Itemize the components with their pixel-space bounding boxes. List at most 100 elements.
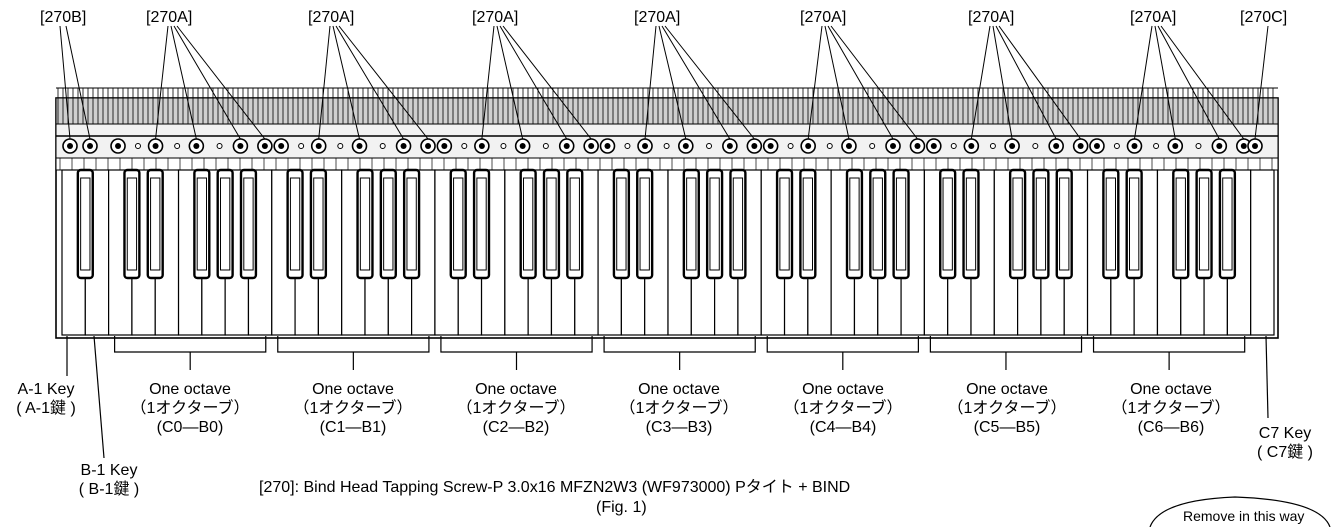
black-key-inner bbox=[709, 177, 720, 271]
callout-270b: [270B] bbox=[40, 9, 86, 26]
black-key-inner bbox=[243, 177, 254, 271]
black-key-inner bbox=[196, 177, 208, 271]
octave-title-jp: （1オクターブ） bbox=[783, 400, 903, 417]
screw-head bbox=[1172, 143, 1179, 149]
screw-head bbox=[519, 143, 526, 149]
screw-head bbox=[805, 143, 812, 149]
rail-rivet bbox=[787, 143, 794, 149]
callout-270c: [270C] bbox=[1240, 9, 1287, 26]
callout-labels: [270B] [270A] [270A] [270A] [270A] [270A… bbox=[40, 9, 1287, 26]
rail-rivet bbox=[1113, 143, 1120, 149]
octave-bracket bbox=[766, 336, 919, 370]
screw-head bbox=[890, 143, 897, 149]
leader-line bbox=[173, 25, 241, 140]
black-key-inner bbox=[219, 177, 231, 271]
leader-line bbox=[658, 25, 687, 140]
black-key bbox=[1172, 168, 1190, 280]
black-key bbox=[939, 168, 957, 280]
callout-270a-octave-1: [270A] bbox=[308, 9, 354, 26]
black-key bbox=[472, 168, 491, 280]
black-key bbox=[1008, 168, 1027, 280]
black-key bbox=[193, 168, 211, 280]
callout-270a-octave-5: [270A] bbox=[968, 9, 1014, 26]
leader-line bbox=[992, 25, 1013, 140]
black-key-inner bbox=[732, 177, 744, 271]
rail-rivet bbox=[500, 143, 507, 149]
rail-rivet bbox=[869, 143, 876, 149]
octave-range: (C0—B0) bbox=[156, 419, 224, 436]
black-key bbox=[1125, 168, 1143, 280]
leader-line bbox=[970, 25, 991, 140]
rail-rivet bbox=[134, 143, 141, 149]
screw-head bbox=[751, 143, 758, 149]
screw-head bbox=[563, 143, 570, 149]
octave-label: One octave （1オクターブ） (C3—B3) bbox=[604, 380, 754, 437]
leader-line bbox=[1157, 25, 1220, 140]
c7-key-label: C7 Key ( C7鍵 ) bbox=[1240, 424, 1330, 462]
octave-label: One octave （1オクターブ） (C1—B1) bbox=[278, 380, 428, 437]
black-key-inner bbox=[686, 177, 697, 271]
black-key-inner bbox=[779, 177, 790, 271]
rail-rivet bbox=[216, 143, 223, 149]
back-rail bbox=[55, 87, 1279, 171]
black-key bbox=[216, 168, 234, 280]
screw-head bbox=[588, 143, 595, 149]
black-key bbox=[286, 168, 304, 280]
figure-caption: (Fig. 1) bbox=[596, 499, 647, 516]
callout-270a-octave-6: [270A] bbox=[1130, 9, 1176, 26]
black-key bbox=[239, 168, 258, 280]
black-key bbox=[1055, 168, 1073, 280]
octave-title-jp: （1オクターブ） bbox=[293, 400, 413, 417]
screw-head bbox=[1009, 143, 1016, 149]
black-key bbox=[636, 168, 654, 280]
screw-head bbox=[478, 143, 485, 149]
leader-line bbox=[824, 25, 850, 140]
screw-head bbox=[315, 143, 322, 149]
screw-head bbox=[845, 143, 852, 149]
black-key bbox=[799, 168, 817, 280]
black-key-inner bbox=[849, 177, 860, 271]
rail-rivet bbox=[379, 143, 386, 149]
rail-rivet bbox=[174, 143, 181, 149]
black-key bbox=[449, 168, 467, 280]
screw-head bbox=[425, 143, 432, 149]
rail-rivet bbox=[950, 143, 957, 149]
leader-line bbox=[499, 25, 568, 140]
leader-line bbox=[995, 25, 1057, 140]
octave-title-jp: （1オクターブ） bbox=[456, 400, 576, 417]
octave-range: (C6—B6) bbox=[1137, 419, 1205, 436]
black-key bbox=[542, 168, 561, 280]
leader-line bbox=[1154, 25, 1176, 140]
leader-line bbox=[59, 25, 71, 140]
black-key-inner bbox=[1222, 177, 1233, 271]
black-key bbox=[123, 168, 141, 280]
octave-range: (C4—B4) bbox=[809, 419, 877, 436]
leader-line bbox=[1160, 25, 1245, 140]
black-key-inner bbox=[150, 177, 161, 271]
bubble-text: Remove in this way bbox=[1183, 508, 1304, 524]
screw-head bbox=[604, 143, 611, 149]
rail-rivet bbox=[1153, 143, 1160, 149]
screw-head bbox=[642, 143, 649, 149]
black-key-inner bbox=[313, 177, 324, 271]
rail-rivet bbox=[989, 143, 996, 149]
leader-line bbox=[496, 25, 524, 140]
rail-top-band bbox=[55, 97, 1279, 125]
b-minus-1-key-jp: ( B-1鍵 ) bbox=[78, 481, 140, 498]
screw-head bbox=[914, 143, 921, 149]
leader-line bbox=[664, 25, 755, 140]
black-key bbox=[566, 168, 584, 280]
leader-line bbox=[998, 25, 1082, 140]
black-key-inner bbox=[616, 177, 627, 271]
black-key bbox=[402, 168, 421, 280]
screw-head bbox=[1131, 143, 1138, 149]
white-key bbox=[1250, 169, 1275, 336]
leader-line bbox=[335, 25, 404, 140]
rail-lower-band bbox=[55, 157, 1279, 171]
black-key bbox=[1032, 168, 1050, 280]
leader-line bbox=[827, 25, 894, 140]
rail-rivet bbox=[826, 143, 833, 149]
black-key-inner bbox=[1059, 177, 1070, 271]
screw-head bbox=[356, 143, 363, 149]
